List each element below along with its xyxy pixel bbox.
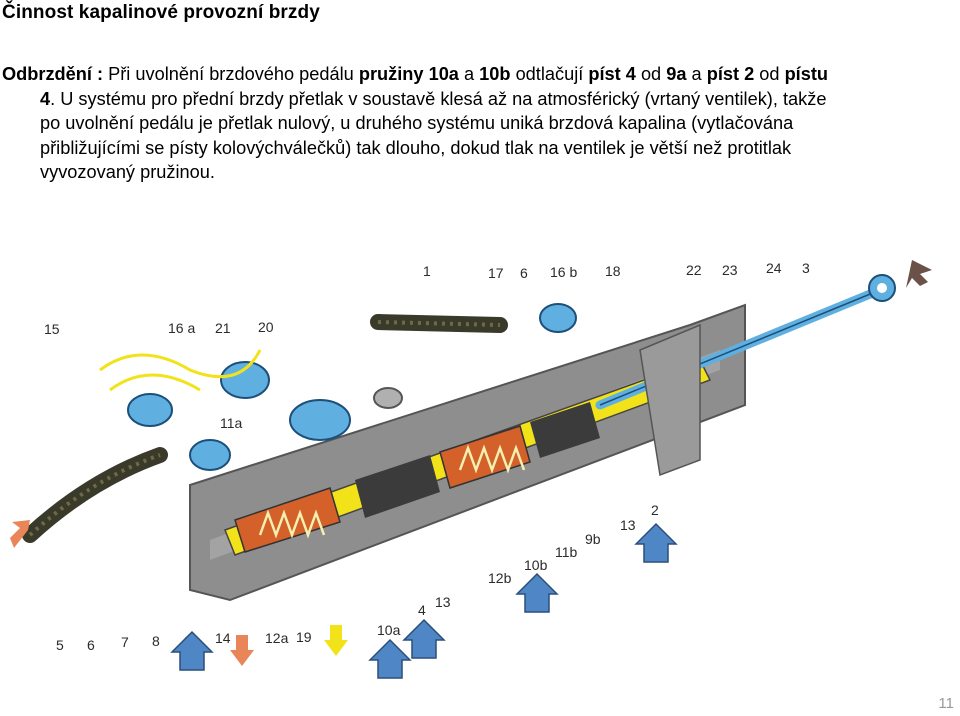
- para-line-3: po uvolnění pedálu je přetlak nulový, u …: [40, 113, 794, 133]
- callout-23: 23: [722, 262, 738, 278]
- arrow-down-icon: [324, 625, 348, 656]
- callout-13a: 13: [435, 594, 451, 610]
- callout-10a: 10a: [377, 622, 401, 638]
- callout-7: 7: [121, 634, 129, 650]
- callout-5: 5: [56, 637, 64, 653]
- callout-8: 8: [152, 633, 160, 649]
- callout-22: 22: [686, 262, 702, 278]
- callout-10b: 10b: [524, 557, 548, 573]
- arrow-up-icon: [170, 630, 214, 671]
- callout-16b: 16 b: [550, 264, 577, 280]
- arrow-pointer-icon: [906, 260, 932, 288]
- para-line-2: 4. U systému pro přední brzdy přetlak v …: [40, 88, 827, 109]
- arrow-up-icon: [634, 522, 678, 563]
- arrow-up-icon: [368, 638, 412, 679]
- brake-master-cylinder-diagram: 1 17 6 16 b 18 22 23 24 3 15 16 a 21 20 …: [10, 260, 932, 679]
- callout-17: 17: [488, 265, 504, 281]
- callout-9b: 9b: [585, 531, 601, 547]
- arrow-up-icon: [515, 572, 559, 613]
- callout-19: 19: [296, 629, 312, 645]
- callout-12b: 12b: [488, 570, 512, 586]
- callout-4: 4: [418, 602, 426, 618]
- spring-left: [258, 509, 326, 539]
- description-paragraph: Odbrzdění : Při uvolnění brzdového pedál…: [2, 62, 957, 185]
- para-line-4: přibližujícími se písty kolovýchválečků)…: [40, 137, 792, 158]
- callout-3: 3: [802, 260, 810, 276]
- callout-11a: 11a: [220, 415, 243, 431]
- callout-labels: 1 17 6 16 b 18 22 23 24 3 15 16 a 21 20 …: [44, 260, 810, 653]
- piston-red-2: [439, 425, 531, 489]
- para-line-5: vyvozovaný pružinou.: [40, 162, 215, 182]
- callout-11b: 11b: [555, 544, 578, 560]
- mounting-flange: [639, 323, 701, 477]
- piston-dark: [355, 455, 440, 518]
- callout-6b: 6: [87, 637, 95, 653]
- page-number: 11: [938, 695, 954, 712]
- flow-arrows: [10, 260, 932, 679]
- callout-2: 2: [651, 502, 659, 518]
- callout-18: 18: [605, 263, 621, 279]
- arrow-left-down-icon: [10, 520, 30, 548]
- callout-14: 14: [215, 630, 231, 646]
- slide-title: Činnost kapalinové provozní brzdy: [2, 2, 320, 23]
- callout-1: 1: [423, 263, 431, 279]
- label-odbrzdeni: Odbrzdění :: [2, 64, 104, 84]
- spring-right: [458, 444, 526, 474]
- callout-16a: 16 a: [168, 320, 195, 336]
- cylinder-housing: [189, 274, 896, 602]
- callout-13b: 13: [620, 517, 636, 533]
- callout-6: 6: [520, 265, 528, 281]
- top-hose: [370, 314, 508, 333]
- callout-24: 24: [766, 260, 782, 276]
- arrow-up-icon: [402, 618, 446, 659]
- callout-21: 21: [215, 320, 231, 336]
- arrow-down-icon: [230, 635, 254, 666]
- callout-12a: 12a: [265, 630, 289, 646]
- left-hose: [22, 447, 168, 543]
- callout-20: 20: [258, 319, 274, 335]
- fittings: [99, 303, 577, 471]
- callout-15: 15: [44, 321, 60, 337]
